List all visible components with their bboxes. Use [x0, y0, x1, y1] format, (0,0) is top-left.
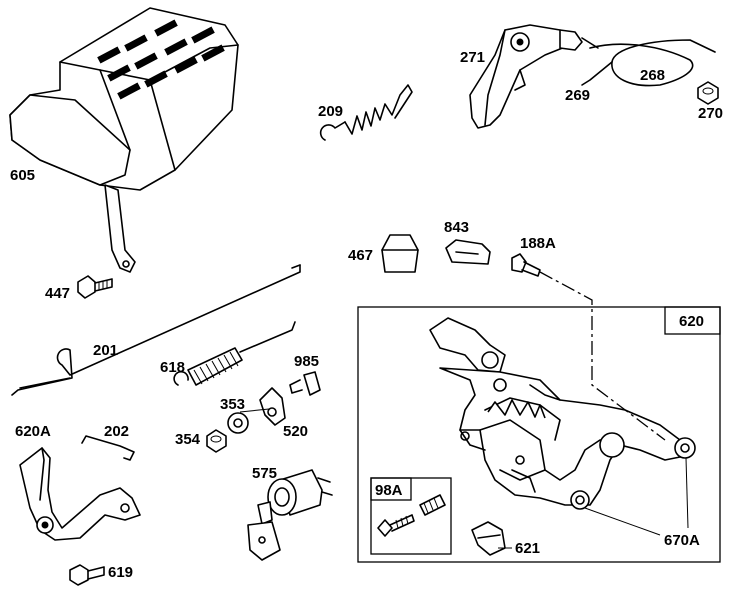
label-618: 618 [160, 359, 185, 376]
part-353-washer [227, 412, 249, 434]
label-268: 268 [640, 67, 665, 84]
part-labels: 605 447 209 271 269 268 270 467 843 188A… [10, 49, 723, 581]
label-353: 353 [220, 396, 245, 413]
part-620-control-assembly [429, 317, 696, 510]
part-447-screw [77, 275, 113, 299]
label-209: 209 [318, 103, 343, 120]
part-202-link [81, 435, 135, 461]
part-985-bolt [289, 371, 321, 396]
label-269: 269 [565, 87, 590, 104]
part-618-spring [173, 321, 296, 386]
part-620a-lever [19, 447, 141, 541]
label-520: 520 [283, 423, 308, 440]
label-620a: 620A [15, 423, 51, 440]
label-619: 619 [108, 564, 133, 581]
part-188a-screw [511, 253, 541, 277]
label-621: 621 [515, 540, 540, 557]
leader-lines [239, 271, 689, 549]
label-98a: 98A [375, 482, 403, 499]
label-575: 575 [252, 465, 277, 482]
part-621-clip [471, 521, 506, 556]
label-670a: 670A [664, 532, 700, 549]
label-354: 354 [175, 431, 201, 448]
label-843: 843 [444, 219, 469, 236]
part-605-cover [9, 7, 239, 273]
part-270-nut [697, 81, 719, 105]
part-354-nut [206, 429, 227, 453]
label-270: 270 [698, 105, 723, 122]
label-467: 467 [348, 247, 373, 264]
part-467-block [381, 234, 419, 273]
part-619-screw [69, 564, 105, 586]
part-209-spring [319, 84, 413, 141]
label-620: 620 [679, 313, 704, 330]
label-605: 605 [10, 167, 35, 184]
part-520-clip [259, 387, 286, 426]
part-98a-box [370, 477, 452, 555]
cover-vent-slots [97, 19, 225, 100]
label-985: 985 [294, 353, 319, 370]
label-202: 202 [104, 423, 129, 440]
label-201: 201 [93, 342, 118, 359]
label-271: 271 [460, 49, 485, 66]
part-271-bracket [469, 24, 583, 129]
part-620-box [357, 306, 721, 563]
label-188a: 188A [520, 235, 556, 252]
label-447: 447 [45, 285, 70, 302]
part-201-link-rod [11, 264, 301, 396]
part-575-ignition-switch [247, 469, 333, 561]
part-268-cable [581, 37, 716, 87]
part-843-block [445, 239, 491, 265]
